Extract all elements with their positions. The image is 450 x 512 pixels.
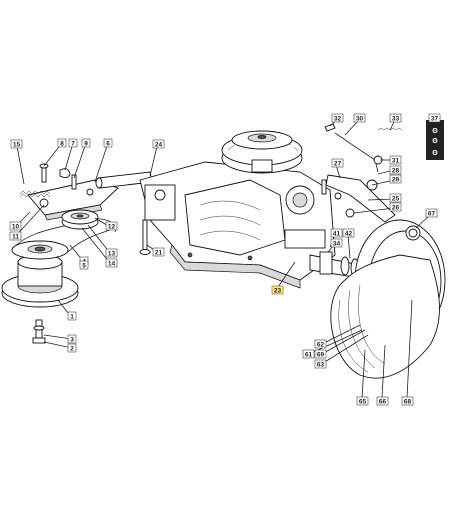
- svg-text:ʘ: ʘ: [432, 138, 438, 145]
- input-shaft: [95, 171, 153, 189]
- part-label-15: 15: [10, 139, 23, 148]
- part-label-5: 5: [79, 260, 89, 270]
- part-number: 1: [70, 313, 74, 320]
- part-number: 3: [70, 336, 74, 343]
- part-label-62: 62: [314, 339, 327, 349]
- part-number: 66: [379, 398, 387, 405]
- part-number: 15: [13, 141, 21, 148]
- bolt-21: [139, 219, 151, 255]
- part-label-23: 23: [271, 285, 284, 295]
- part-number: 12: [108, 223, 116, 230]
- part-number: 29: [392, 176, 400, 183]
- idler-small-parts: [39, 163, 77, 190]
- part-label-1: 1: [67, 311, 77, 321]
- part-number: 67: [428, 210, 436, 217]
- part-label-42: 42: [342, 228, 355, 237]
- part-label-27: 27: [331, 158, 344, 167]
- part-label-67: 67: [425, 208, 438, 217]
- pulley-bolt: [32, 319, 46, 344]
- part-number: 69: [317, 351, 325, 358]
- part-label-66: 66: [376, 396, 389, 406]
- transaxle-housing: [139, 161, 336, 289]
- part-number: 62: [317, 341, 325, 348]
- part-label-3: 3: [67, 334, 77, 344]
- retaining-washer: [405, 225, 421, 241]
- part-label-10: 10: [9, 221, 22, 230]
- part-label-6: 6: [103, 138, 113, 147]
- part-number: 8: [60, 140, 64, 147]
- part-label-41: 41: [330, 228, 343, 237]
- part-label-63: 63: [314, 359, 327, 369]
- part-number: 42: [345, 230, 353, 237]
- tire: [330, 254, 440, 379]
- part-label-21: 21: [152, 247, 165, 257]
- part-label-25: 25: [389, 193, 402, 202]
- part-label-37: 37: [428, 113, 441, 122]
- tension-spring: [19, 190, 51, 198]
- part-label-32: 32: [331, 113, 344, 122]
- part-label-8: 8: [57, 138, 67, 147]
- part-label-30: 30: [353, 113, 366, 122]
- part-number: 7: [71, 140, 75, 147]
- part-label-12: 12: [105, 221, 118, 230]
- part-number: 27: [334, 160, 342, 167]
- cooling-fan: [221, 130, 303, 174]
- part-number: 6: [106, 140, 110, 147]
- part-label-9: 9: [81, 138, 91, 147]
- part-number: 13: [108, 250, 116, 257]
- part-label-34: 34: [330, 238, 343, 247]
- part-number: 5: [82, 262, 86, 269]
- part-label-31: 31: [389, 155, 402, 164]
- part-number: 28: [392, 167, 400, 174]
- part-label-65: 65: [356, 396, 369, 406]
- part-label-24: 24: [152, 139, 165, 148]
- part-number: 23: [274, 287, 282, 294]
- part-number: 37: [431, 115, 439, 122]
- part-label-29: 29: [389, 174, 402, 183]
- part-label-69: 69: [314, 349, 327, 359]
- part-number: 9: [84, 140, 88, 147]
- manufacturer-logo: ʘ ʘ ʘ: [426, 120, 444, 160]
- part-label-7: 7: [68, 138, 78, 147]
- part-label-61: 61: [302, 349, 315, 359]
- part-number: 41: [333, 230, 341, 237]
- part-number: 14: [108, 260, 116, 267]
- part-label-13: 13: [105, 248, 118, 258]
- part-number: 31: [392, 157, 400, 164]
- part-number: 65: [359, 398, 367, 405]
- drive-pulley: [1, 240, 79, 308]
- part-number: 34: [333, 240, 341, 247]
- part-number: 2: [70, 345, 74, 352]
- part-number: 68: [404, 398, 412, 405]
- part-number: 61: [305, 351, 313, 358]
- part-number: 33: [392, 115, 400, 122]
- part-number: 25: [392, 195, 400, 202]
- part-label-68: 68: [401, 396, 414, 406]
- part-label-26: 26: [389, 202, 402, 211]
- part-number: 24: [155, 141, 163, 148]
- svg-text:ʘ: ʘ: [432, 150, 438, 157]
- part-label-14: 14: [105, 258, 118, 268]
- part-number: 30: [356, 115, 364, 122]
- part-labels: 1587961011121314451322421233230333727312…: [9, 113, 441, 406]
- part-number: 11: [12, 233, 19, 240]
- part-number: 63: [317, 361, 325, 368]
- part-label-28: 28: [389, 165, 402, 174]
- svg-text:ʘ: ʘ: [432, 128, 438, 135]
- part-number: 26: [392, 204, 400, 211]
- part-number: 10: [12, 223, 20, 230]
- part-number: 21: [155, 249, 163, 256]
- idler-pulley: [61, 209, 99, 230]
- part-label-33: 33: [389, 113, 402, 122]
- part-label-2: 2: [67, 343, 77, 353]
- part-number: 32: [334, 115, 342, 122]
- part-label-11: 11: [9, 231, 22, 240]
